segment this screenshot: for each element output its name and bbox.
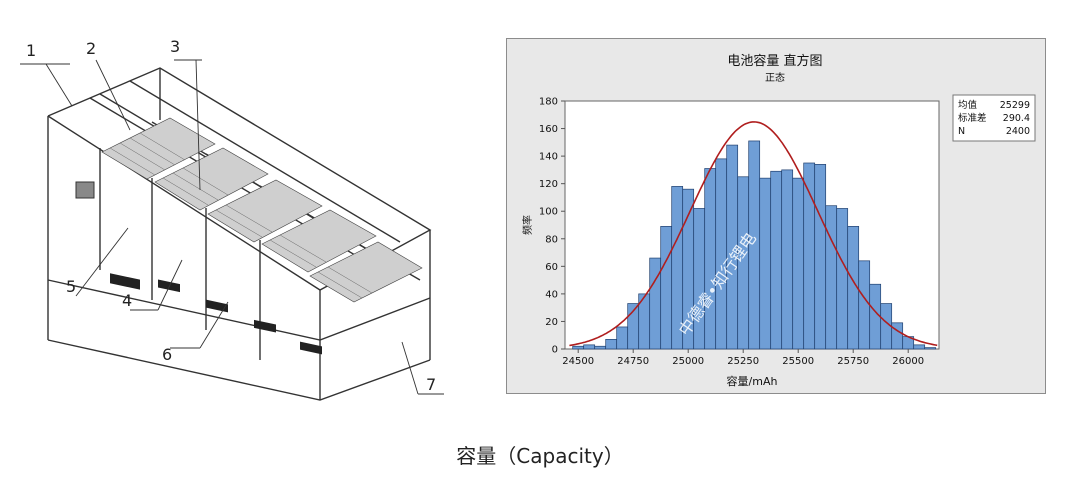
stat-mean-value: 25299 bbox=[1000, 100, 1030, 111]
x-axis-label: 容量/mAh bbox=[727, 374, 778, 388]
x-tick-label: 25750 bbox=[837, 356, 869, 367]
histogram-bar bbox=[891, 322, 904, 350]
stat-std-value: 290.4 bbox=[1003, 113, 1030, 124]
histogram-bar bbox=[594, 345, 607, 350]
histogram-bar bbox=[759, 177, 772, 350]
y-axis-label: 频率 bbox=[521, 215, 534, 235]
histogram-bar bbox=[924, 347, 937, 350]
x-tick-label: 25250 bbox=[727, 356, 759, 367]
x-tick-label: 26000 bbox=[892, 356, 924, 367]
histogram-bar bbox=[858, 260, 871, 350]
y-tick-label: 20 bbox=[545, 317, 558, 328]
x-tick-label: 24750 bbox=[617, 356, 649, 367]
x-tick-label: 25000 bbox=[672, 356, 704, 367]
histogram-bar bbox=[836, 208, 849, 350]
y-tick-label: 80 bbox=[545, 234, 558, 245]
y-tick-label: 0 bbox=[552, 345, 558, 356]
histogram-bar bbox=[715, 158, 728, 350]
callout-7: 7 bbox=[426, 375, 436, 394]
stat-n-label: N bbox=[958, 126, 965, 137]
histogram-bar bbox=[572, 345, 585, 350]
y-tick-label: 60 bbox=[545, 262, 558, 273]
y-tick-label: 40 bbox=[545, 289, 558, 300]
stat-mean-label: 均值 bbox=[958, 99, 978, 111]
histogram-bar bbox=[583, 344, 596, 350]
x-tick-label: 25500 bbox=[782, 356, 814, 367]
callout-6: 6 bbox=[162, 345, 172, 364]
y-tick-label: 140 bbox=[539, 152, 558, 163]
x-tick-label: 24500 bbox=[562, 356, 594, 367]
histogram-chart: 电池容量 直方图 正态 0 20 40 60 80 100 120 140 160 180 245… bbox=[521, 53, 1036, 388]
callout-3: 3 bbox=[170, 37, 180, 56]
histogram-bar bbox=[616, 326, 629, 350]
histogram-bar bbox=[792, 177, 805, 350]
y-tick-label: 160 bbox=[539, 124, 558, 135]
histogram-bar bbox=[660, 226, 673, 350]
callout-5: 5 bbox=[66, 277, 76, 296]
normal-fit-curve bbox=[569, 121, 938, 347]
callout-1: 1 bbox=[26, 41, 36, 60]
chart-title: 电池容量 直方图 bbox=[727, 53, 822, 69]
y-tick-label: 120 bbox=[539, 179, 558, 190]
figure-caption: 容量（Capacity） bbox=[456, 444, 624, 468]
histogram-bar bbox=[913, 344, 926, 350]
production-line-drawing: 1 2 3 5 4 6 7 bbox=[20, 37, 444, 401]
histogram-bar bbox=[649, 257, 662, 350]
histogram-bar bbox=[770, 170, 783, 350]
stats-legend: 均值 25299 标准差 290.4 N 2400 bbox=[952, 94, 1036, 142]
y-tick-label: 180 bbox=[539, 97, 558, 108]
y-tick-label: 100 bbox=[539, 207, 558, 218]
histogram-bar bbox=[781, 169, 794, 350]
histogram-bar bbox=[704, 168, 717, 350]
callout-2: 2 bbox=[86, 39, 96, 58]
stat-n-value: 2400 bbox=[1006, 126, 1030, 137]
histogram-bar bbox=[814, 164, 827, 350]
histogram-bar bbox=[605, 339, 618, 350]
histogram-bar bbox=[825, 205, 838, 350]
callout-4: 4 bbox=[122, 291, 132, 310]
chart-subtitle: 正态 bbox=[765, 71, 785, 84]
histogram-panel: 电池容量 直方图 正态 0 20 40 60 80 100 120 140 160 180 245… bbox=[506, 38, 1046, 394]
stat-std-label: 标准差 bbox=[958, 112, 987, 124]
